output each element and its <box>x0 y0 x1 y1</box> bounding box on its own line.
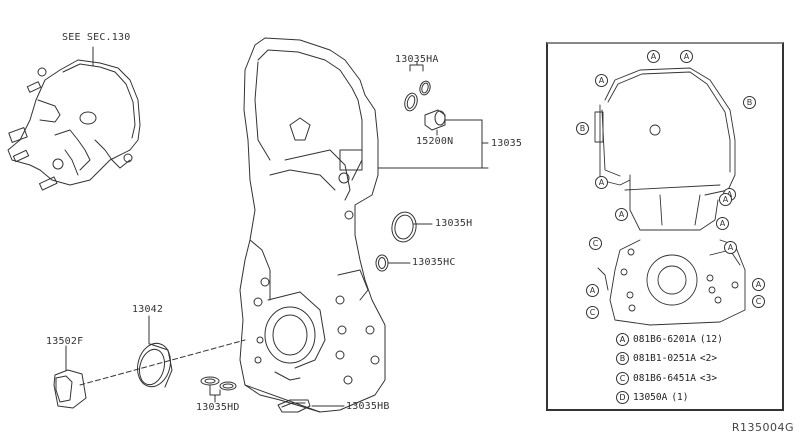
part-label-13042: 13042 <box>132 304 164 315</box>
legend-symbol-c: C <box>616 372 629 385</box>
legend-quantity: (12) <box>699 334 723 345</box>
alignment-dashed-line <box>79 339 246 386</box>
legend-row-c: C 081B6-6451A <3> <box>616 372 717 385</box>
engine-assembly-drawing <box>7 46 141 191</box>
part-label-13035HA: 13035HA <box>395 54 439 65</box>
part-label-13035HC: 13035HC <box>412 257 456 268</box>
callout-a: A <box>595 74 608 87</box>
legend-quantity: (1) <box>671 392 689 403</box>
callout-a: A <box>719 193 732 206</box>
legend-row-a: A 081B6-6201A (12) <box>616 333 723 346</box>
callout-a: A <box>595 176 608 189</box>
filter-15200N-drawing <box>424 109 489 169</box>
callout-c: C <box>586 306 599 319</box>
timing-chain-case-drawing <box>239 37 489 413</box>
callout-b: B <box>576 122 589 135</box>
diagram-reference-code: R135004G <box>731 421 794 434</box>
part-label-13035HD: 13035HD <box>196 402 240 413</box>
callout-a: A <box>615 208 628 221</box>
legend-part-number: 081B6-6201A <box>633 334 696 345</box>
legend-row-d: D 13050A (1) <box>616 391 689 404</box>
callout-a: A <box>716 217 729 230</box>
inset-cover-drawing <box>594 67 746 326</box>
callout-c: C <box>589 237 602 250</box>
legend-part-number: 081B1-0251A <box>633 353 696 364</box>
o-ring-13035H-drawing <box>391 211 433 243</box>
part-label-13502F: 13502F <box>46 336 84 347</box>
legend-part-number: 081B6-6451A <box>633 373 696 384</box>
part-label-13035H: 13035H <box>435 218 473 229</box>
see-section-label: SEE SEC.130 <box>62 32 131 43</box>
callout-a: A <box>680 50 693 63</box>
oil-seal-13042-drawing <box>137 315 173 388</box>
gasket-13035HB-drawing <box>277 399 345 413</box>
o-ring-13035HC-drawing <box>375 254 411 272</box>
callout-a: A <box>752 278 765 291</box>
callout-a: A <box>586 284 599 297</box>
legend-row-b: B 081B1-0251A <2> <box>616 352 717 365</box>
part-label-13035: 13035 <box>491 138 523 149</box>
callout-c: C <box>752 295 765 308</box>
part-label-13035HB: 13035HB <box>346 401 390 412</box>
callout-b: B <box>743 96 756 109</box>
legend-symbol-a: A <box>616 333 629 346</box>
legend-quantity: <2> <box>699 353 718 364</box>
legend-symbol-d: D <box>616 391 629 404</box>
o-ring-13035HA-drawing <box>404 61 431 112</box>
callout-a: A <box>647 50 660 63</box>
bolt-location-inset <box>546 42 784 411</box>
sprocket-13502F-drawing <box>53 345 87 409</box>
callout-a: A <box>724 241 737 254</box>
legend-symbol-b: B <box>616 352 629 365</box>
part-label-15200N: 15200N <box>416 136 454 147</box>
seal-13035HD-drawing <box>200 376 237 403</box>
legend-quantity: <3> <box>699 373 718 384</box>
legend-part-number: 13050A <box>633 392 668 403</box>
